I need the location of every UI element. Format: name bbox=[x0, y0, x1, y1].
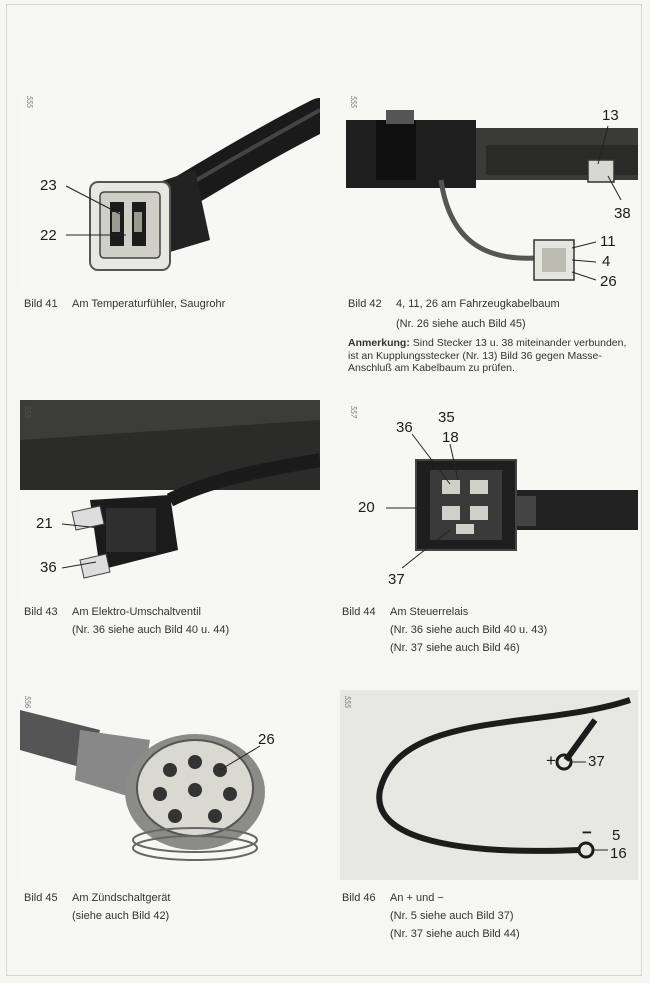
caption-text: Am Elektro-Umschaltventil bbox=[72, 606, 201, 618]
caption-text: Am Steuerrelais bbox=[390, 606, 469, 618]
callout-minus: − bbox=[582, 823, 592, 842]
page-border bbox=[6, 4, 642, 976]
caption-line: (Nr. 36 siehe auch Bild 40 u. 44) bbox=[72, 624, 230, 636]
side-code: 555 bbox=[23, 406, 32, 418]
caption-line: (Nr. 37 siehe auch Bild 44) bbox=[390, 928, 520, 940]
callout-20: 20 bbox=[358, 499, 375, 516]
caption-bild-44: Bild 44 Am Steuerrelais (Nr. 36 siehe auc… bbox=[342, 604, 547, 656]
side-code: 557 bbox=[349, 406, 358, 418]
caption-bild-42: Bild 42 4, 11, 26 am Fahrzeugkabelbaum (N… bbox=[348, 296, 560, 332]
caption-bild-43: Bild 43 Am Elektro-Umschaltventil (Nr. 36… bbox=[24, 604, 229, 638]
callout-37: 37 bbox=[388, 571, 405, 588]
caption-bild-41: Bild 41 Am Temperaturfühler, Saugrohr bbox=[24, 296, 225, 312]
photo-bild-46: 555 + 37 − 5 16 bbox=[340, 690, 638, 880]
callout-16: 16 bbox=[610, 845, 627, 862]
vehicle-harness-connectors-illustration bbox=[346, 110, 638, 281]
solenoid-valve-connector-illustration bbox=[20, 400, 320, 579]
side-code: 555 bbox=[25, 96, 34, 108]
photo-bild-45: 556 26 bbox=[20, 690, 320, 880]
callout-26: 26 bbox=[600, 273, 617, 290]
caption-text: An + und − bbox=[390, 892, 444, 904]
callout-23: 23 bbox=[40, 177, 57, 194]
note-label: Anmerkung: bbox=[348, 337, 410, 349]
control-relay-illustration bbox=[386, 433, 638, 569]
callout-18: 18 bbox=[442, 429, 459, 446]
side-code: 555 bbox=[349, 96, 358, 108]
temperature-sensor-connector-illustration bbox=[65, 98, 320, 271]
photo-bild-44: 557 35 36 18 20 37 bbox=[346, 400, 638, 600]
caption-number: Bild 43 bbox=[24, 606, 58, 618]
callout-plus: + bbox=[546, 751, 556, 770]
callout-36: 36 bbox=[40, 559, 57, 576]
callout-35: 35 bbox=[438, 409, 455, 426]
callout-36: 36 bbox=[396, 419, 413, 436]
photo-bild-41: 555 23 22 bbox=[20, 90, 320, 290]
callout-11: 11 bbox=[600, 233, 616, 250]
callout-21: 21 bbox=[36, 515, 53, 532]
callout-4: 4 bbox=[602, 253, 611, 270]
photo-bild-43: 555 21 36 bbox=[20, 400, 320, 600]
caption-number: Bild 46 bbox=[342, 892, 376, 904]
side-code: 555 bbox=[343, 696, 352, 708]
callout-22: 22 bbox=[40, 227, 57, 244]
callout-37: 37 bbox=[588, 753, 605, 770]
ground-cable-illustration bbox=[340, 690, 638, 880]
caption-line: (Nr. 36 siehe auch Bild 40 u. 43) bbox=[390, 624, 548, 636]
caption-text: Am Zündschaltgerät bbox=[72, 892, 171, 904]
caption-number: Bild 41 bbox=[24, 298, 58, 310]
callout-38: 38 bbox=[614, 205, 631, 222]
caption-bild-46: Bild 46 An + und − (Nr. 5 siehe auch Bild… bbox=[342, 890, 520, 942]
caption-text: Am Temperaturfühler, Saugrohr bbox=[72, 298, 226, 310]
note-anmerkung: Anmerkung: Sind Stecker 13 u. 38 miteina… bbox=[348, 337, 638, 375]
caption-line: (siehe auch Bild 42) bbox=[72, 910, 170, 922]
note-text: Sind Stecker 13 u. 38 miteinander verbun… bbox=[348, 337, 627, 374]
caption-text: 4, 11, 26 am Fahrzeugkabelbaum bbox=[396, 298, 560, 310]
caption-number: Bild 44 bbox=[342, 606, 376, 618]
callout-26: 26 bbox=[258, 731, 275, 748]
photo-bild-42: 555 13 38 11 4 26 bbox=[346, 90, 638, 290]
callout-5: 5 bbox=[612, 827, 621, 844]
caption-line: (Nr. 37 siehe auch Bild 46) bbox=[390, 642, 520, 654]
caption-line: (Nr. 26 siehe auch Bild 45) bbox=[396, 318, 526, 330]
caption-line: (Nr. 5 siehe auch Bild 37) bbox=[390, 910, 514, 922]
side-code: 556 bbox=[23, 696, 32, 708]
caption-number: Bild 42 bbox=[348, 298, 382, 310]
callout-13: 13 bbox=[602, 107, 619, 124]
caption-bild-45: Bild 45 Am Zündschaltgerät (siehe auch Bi… bbox=[24, 890, 170, 924]
ignition-module-plug-illustration bbox=[20, 710, 265, 861]
caption-number: Bild 45 bbox=[24, 892, 58, 904]
